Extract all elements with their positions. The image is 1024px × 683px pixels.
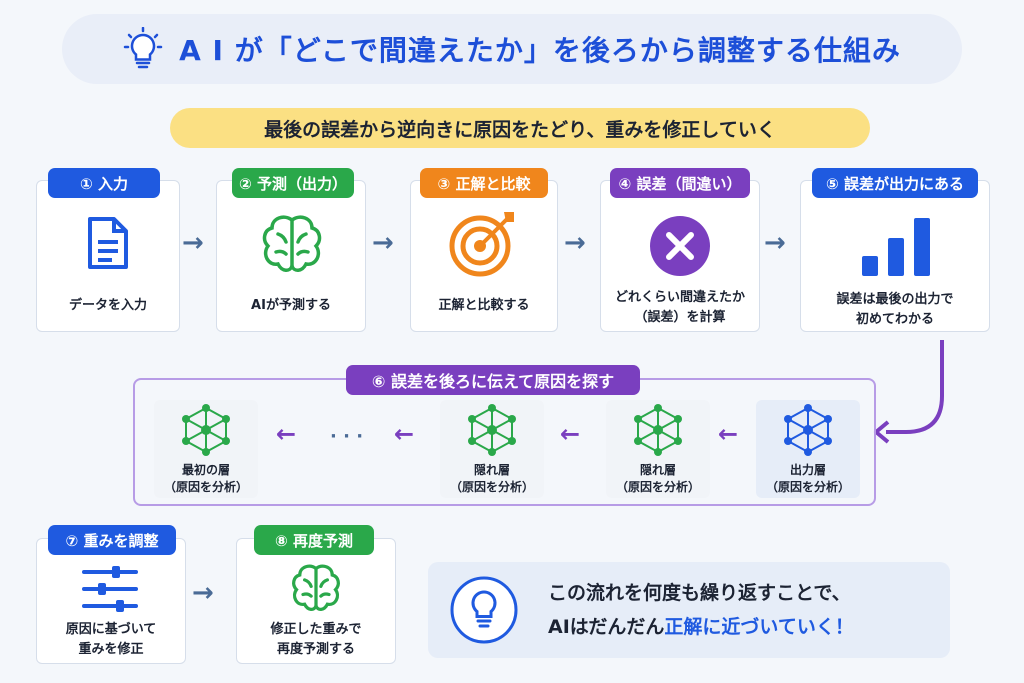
document-icon [88, 217, 128, 269]
step-4-desc-line2: （誤差）を計算 [634, 310, 726, 325]
summary-line-2: AIはだんだん正解に近づいていく！ [548, 610, 938, 644]
step-7-desc-line2: 重みを修正 [78, 642, 144, 657]
step-5-desc: 誤差は最後の出力で 初めてわかる [800, 290, 990, 330]
layer-sub: （原因を分析） [449, 480, 534, 494]
step-7-desc-line1: 原因に基づいて [65, 622, 157, 637]
step-3-desc: 正解と比較する [438, 298, 530, 313]
step-5-desc-line2: 初めてわかる [855, 312, 934, 327]
step-8-desc: 修正した重みで 再度予測する [236, 620, 396, 660]
layer-name: 隠れ層 [473, 463, 510, 477]
step-7-label: ⑦ 重みを調整 [48, 525, 176, 555]
x-circle-icon [650, 216, 710, 276]
step-8-label: ⑧ 再度予測 [254, 525, 374, 555]
step-6-label: ⑥ 誤差を後ろに伝えて原因を探す [346, 365, 640, 395]
step-5-label: ⑤ 誤差が出力にある [812, 168, 978, 198]
bar-chart-icon [862, 218, 930, 276]
step-8-desc-line2: 再度予測する [276, 642, 355, 657]
network-icon [784, 404, 832, 456]
layer-sub: （原因を分析） [615, 480, 700, 494]
arrow-right-icon: → [564, 228, 586, 258]
layer-output-label: 出力層 （原因を分析） [756, 462, 860, 496]
step-2-desc: AIが予測する [251, 298, 331, 313]
layer-name: 最初の層 [181, 463, 230, 477]
step-3-card [410, 180, 558, 332]
arrow-left-icon: ← [394, 420, 415, 448]
summary-highlight: 正解に近づいていく！ [664, 616, 854, 638]
step-4-desc: どれくらい間違えたか （誤差）を計算 [600, 288, 760, 328]
target-icon [449, 212, 514, 277]
summary-line-1: この流れを何度も繰り返すことで、 [548, 582, 851, 604]
ellipsis: · · · [330, 426, 364, 447]
network-icon [634, 404, 682, 456]
brain-icon [262, 215, 322, 272]
step-2-label: ② 予測（出力） [232, 168, 354, 198]
step-7-desc: 原因に基づいて 重みを修正 [36, 620, 186, 660]
subtitle-banner: 最後の誤差から逆向きに原因をたどり、重みを修正していく [170, 108, 870, 148]
layer-first-label: 最初の層 （原因を分析） [154, 462, 258, 496]
sliders-icon [82, 566, 138, 612]
layer-hidden-2-label: 隠れ層 （原因を分析） [606, 462, 710, 496]
step-1-label: ① 入力 [48, 168, 160, 198]
title-banner: A I が「どこで間違えたか」を後ろから調整する仕組み [62, 14, 962, 84]
curved-arrow-icon [874, 340, 944, 444]
layer-sub: （原因を分析） [163, 480, 248, 494]
arrow-right-icon: → [192, 578, 214, 608]
arrow-right-icon: → [372, 228, 394, 258]
lightbulb-icon [450, 576, 518, 644]
layer-hidden-1-label: 隠れ層 （原因を分析） [440, 462, 544, 496]
network-icon [182, 404, 230, 456]
step-1-desc: データを入力 [68, 298, 147, 313]
step-1-card [36, 180, 180, 332]
step-4-desc-line1: どれくらい間違えたか [614, 290, 745, 305]
arrow-left-icon: ← [718, 420, 739, 448]
lightbulb-icon [123, 27, 163, 69]
step-5-desc-line1: 誤差は最後の出力で [836, 292, 954, 307]
arrow-left-icon: ← [276, 420, 297, 448]
summary-line-2-pre: AIはだんだん [548, 616, 665, 638]
arrow-right-icon: → [182, 228, 204, 258]
summary-text: この流れを何度も繰り返すことで、 AIはだんだん正解に近づいていく！ [548, 576, 938, 644]
arrow-left-icon: ← [560, 420, 581, 448]
network-icon [468, 404, 516, 456]
page-title: A I が「どこで間違えたか」を後ろから調整する仕組み [179, 34, 901, 67]
layer-name: 隠れ層 [639, 463, 676, 477]
arrow-right-icon: → [764, 228, 786, 258]
step-8-desc-line1: 修正した重みで [270, 622, 362, 637]
layer-name: 出力層 [789, 463, 826, 477]
layer-sub: （原因を分析） [765, 480, 850, 494]
step-3-label: ③ 正解と比較 [420, 168, 548, 198]
step-4-label: ④ 誤差（間違い） [610, 168, 750, 198]
brain-icon [292, 564, 340, 611]
